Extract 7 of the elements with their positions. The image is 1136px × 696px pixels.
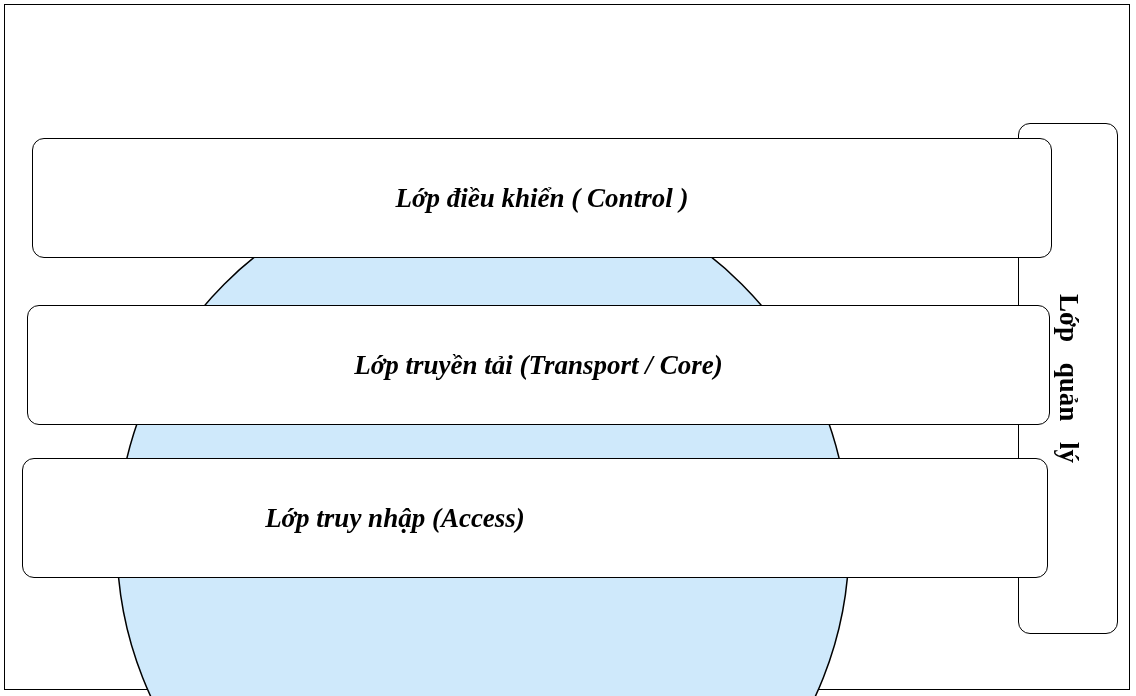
layer-box <box>32 138 1052 258</box>
layer-label: Lớp truy nhập (Access) <box>265 502 525 534</box>
layer-label: Lớp quản lý <box>1052 294 1084 463</box>
layer-box <box>22 458 1048 578</box>
layer-box <box>27 305 1050 425</box>
layer-label: Lớp điều khiển ( Control ) <box>395 182 689 214</box>
layer-label: Lớp truyền tải (Transport / Core) <box>354 349 723 381</box>
